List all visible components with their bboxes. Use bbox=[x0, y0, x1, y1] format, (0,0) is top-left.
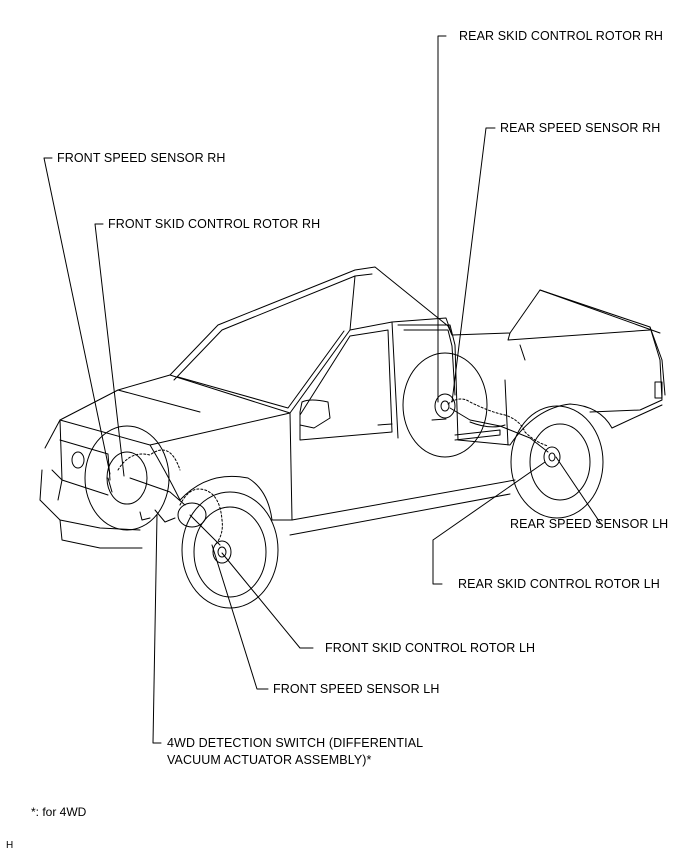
leader-lines bbox=[44, 36, 601, 743]
front-right-wheel bbox=[85, 426, 169, 530]
label-4wd-switch-line2: VACUUM ACTUATOR ASSEMBLY)* bbox=[167, 753, 372, 767]
leader-4wd-switch bbox=[153, 515, 161, 743]
label-4wd-switch-line1: 4WD DETECTION SWITCH (DIFFERENTIAL bbox=[167, 736, 424, 750]
footnote: *: for 4WD bbox=[31, 805, 87, 819]
leader-front-speed-sensor-lh bbox=[212, 545, 268, 689]
rear-axle-assembly bbox=[450, 408, 548, 452]
front-axle-assembly bbox=[108, 478, 220, 545]
label-front-speed-sensor-rh: FRONT SPEED SENSOR RH bbox=[57, 151, 226, 165]
front-left-wheel bbox=[182, 492, 278, 608]
label-rear-skid-rotor-rh: REAR SKID CONTROL ROTOR RH bbox=[459, 29, 664, 43]
leader-rear-speed-sensor-rh bbox=[452, 128, 495, 402]
label-rear-skid-rotor-lh: REAR SKID CONTROL ROTOR LH bbox=[458, 577, 660, 591]
rear-left-wheel bbox=[511, 406, 603, 518]
rear-right-wheel bbox=[403, 353, 487, 457]
leader-rear-skid-rotor-lh bbox=[433, 462, 545, 584]
label-rear-speed-sensor-rh: REAR SPEED SENSOR RH bbox=[500, 121, 661, 135]
leader-rear-speed-sensor-lh bbox=[556, 457, 601, 524]
leader-front-skid-rotor-lh bbox=[222, 553, 313, 648]
corner-mark: H bbox=[6, 840, 14, 851]
label-rear-speed-sensor-lh: REAR SPEED SENSOR LH bbox=[510, 517, 669, 531]
label-front-speed-sensor-lh: FRONT SPEED SENSOR LH bbox=[273, 682, 440, 696]
label-front-skid-rotor-lh: FRONT SKID CONTROL ROTOR LH bbox=[325, 641, 536, 655]
front-harness bbox=[118, 450, 222, 545]
truck-body-outline bbox=[40, 267, 665, 548]
leader-front-skid-rotor-rh bbox=[95, 224, 124, 476]
label-front-skid-rotor-rh: FRONT SKID CONTROL ROTOR RH bbox=[108, 217, 321, 231]
leader-rear-skid-rotor-rh bbox=[438, 36, 446, 402]
leader-front-speed-sensor-rh bbox=[44, 158, 110, 474]
rear-harness bbox=[448, 399, 548, 446]
